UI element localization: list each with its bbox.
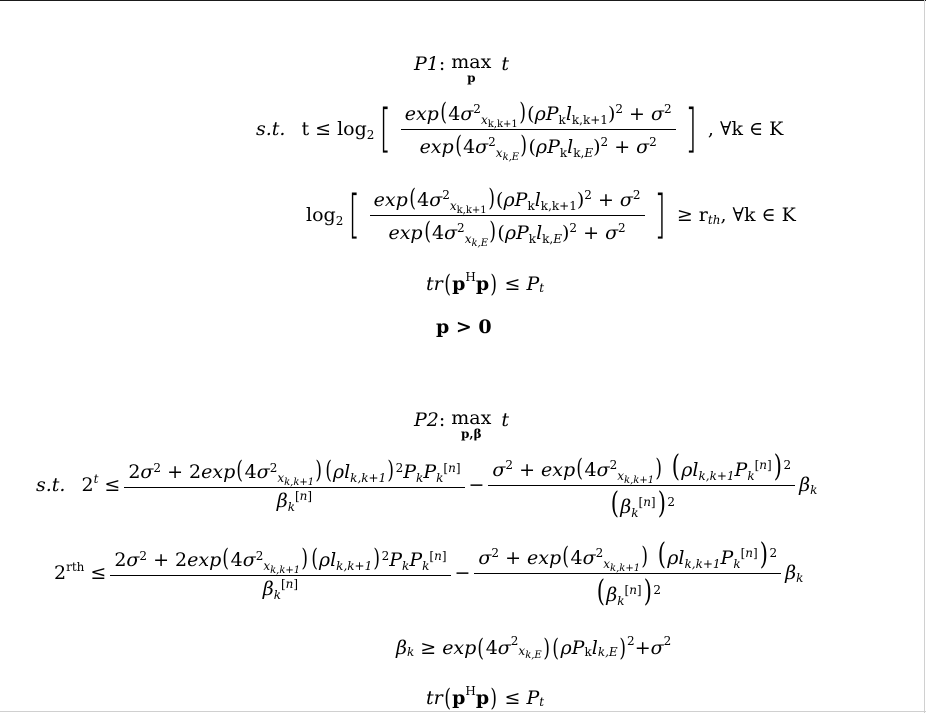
p2-power-rhs: ≤ P [504,686,540,709]
p2-lhs1-base: 2 [81,474,94,496]
p1-objective-var: t [501,52,509,75]
p1-max-under: p [467,71,476,85]
p2-lhs2-base: 2 [54,562,67,584]
p2-st-label: s.t. [36,474,66,496]
p1-rate-fraction: exp(4σ2xk,k+1)(ρPklk,k+1)2 + σ2 exp(4σ2x… [400,100,676,162]
p1-objective: P1: max p t [414,51,509,85]
p2-max-under: p,β [461,427,482,441]
p2-beta-tail-2: β [785,562,797,584]
p2-beta-tail-1: β [799,474,811,496]
p2-max-operator: max p,β [451,407,492,441]
p1-threshold-fraction: exp(4σ2xk,k+1)(ρPklk,k+1)2 + σ2 exp(4σ2x… [369,186,645,248]
top-border [0,0,926,1]
p1-power-rhs: ≤ P [504,272,540,295]
p2-objective-var: t [501,408,509,431]
p2-rate-frac-1: 2σ2 + 2exp(4σ2xk,k+1)(ρlk,k+1)2PkPk[n] β… [124,458,465,513]
p1-max-operator: max p [451,51,492,85]
p1-rth-tail: ≥ r [676,203,708,226]
bottom-border [0,711,926,712]
p1-st-label: s.t. [256,117,286,140]
p2-threshold-frac-2: σ2 + exp(4σ2xk,k+1) (ρlk,k+1Pk[n])2 (βk[… [474,540,782,607]
p1-forall-1: , ∀k ∈ K [707,117,784,140]
p2-threshold-frac-1: 2σ2 + 2exp(4σ2xk,k+1)(ρlk,k+1)2PkPk[n] β… [110,546,451,601]
right-border [924,0,925,713]
p1-constraint-rate: s.t. t ≤ log2 [ exp(4σ2xk,k+1)(ρPklk,k+1… [256,98,784,163]
p2-rate-frac-2: σ2 + exp(4σ2xk,k+1) (ρlk,k+1Pk[n])2 (βk[… [488,452,796,519]
p1-label: P1 [414,52,439,75]
p1-positivity: p > 0 [436,316,492,338]
p2-label: P2 [414,408,439,431]
p2-objective: P2: max p,β t [414,407,509,441]
p1-constraint-threshold: log2 [ exp(4σ2xk,k+1)(ρPklk,k+1)2 + σ2 e… [306,184,796,249]
p1-forall-2: , ∀k ∈ K [720,203,796,226]
